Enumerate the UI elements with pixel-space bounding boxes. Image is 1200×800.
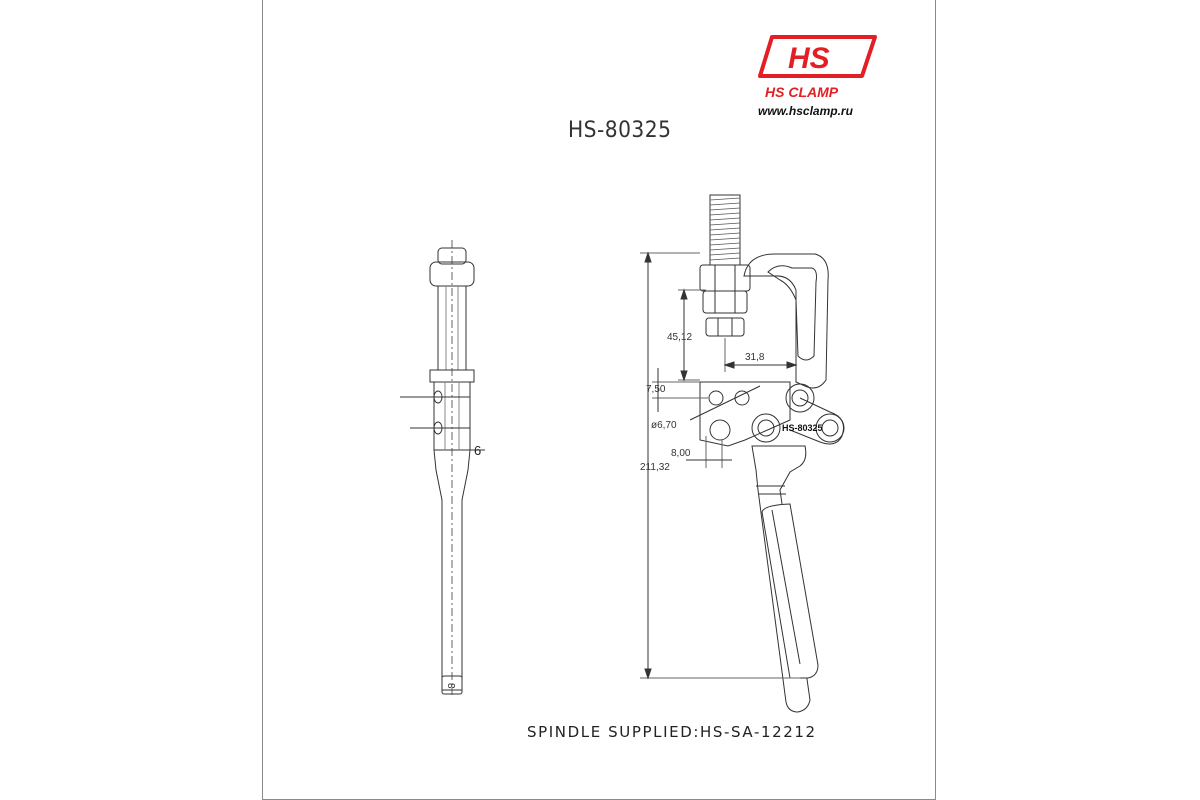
dim-side-width: 6 [474,443,481,458]
logo-name: HS CLAMP [765,84,839,100]
dim-hole-offset-h: 8,00 [671,448,691,459]
dim-total-height: 211,32 [640,462,670,473]
dim-spindle-height: 45,12 [667,332,692,343]
dim-hole-offset-v: 7,50 [646,384,666,395]
page-title: HS-80325 [568,118,672,143]
dim-hole-diameter: ø6,70 [651,420,677,431]
side-view [400,240,485,695]
part-marking: HS-80325 [782,423,823,433]
dim-spindle-offset: 31,8 [745,352,765,363]
footer-note: SPINDLE SUPPLIED:HS-SA-12212 [527,723,817,741]
logo-badge-text: HS [788,42,830,75]
dim-side-bottom: 8 [445,683,456,689]
drawing-sheet [262,0,936,800]
logo-url: www.hsclamp.ru [758,104,853,118]
front-view [640,194,845,713]
hs-logo-badge: HS [758,35,877,78]
